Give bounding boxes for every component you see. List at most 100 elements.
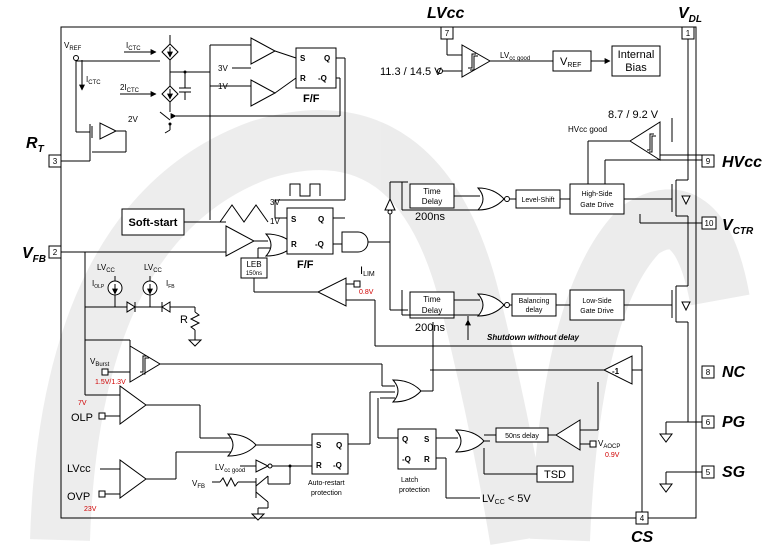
svg-text:-Q: -Q (315, 240, 324, 249)
svg-text:LVcc good: LVcc good (215, 463, 245, 474)
svg-text:Q: Q (324, 54, 330, 63)
svg-text:-Q: -Q (333, 461, 342, 470)
svg-text:OVP: OVP (67, 491, 90, 503)
pin-pg: 6 PG (701, 414, 745, 431)
upper-drive: Time Delay 200ns Level-Shift High-Side G… (384, 39, 702, 310)
svg-text:7: 7 (445, 29, 450, 38)
svg-text:Gate Drive: Gate Drive (580, 308, 614, 315)
svg-text:4: 4 (640, 514, 645, 523)
svg-text:F/F: F/F (297, 259, 314, 271)
svg-text:Shutdown without delay: Shutdown without delay (487, 333, 580, 342)
svg-text:Time: Time (423, 295, 441, 304)
svg-text:5: 5 (706, 468, 711, 477)
svg-text:Q: Q (402, 435, 408, 444)
svg-text:8: 8 (706, 368, 711, 377)
svg-text:R: R (291, 240, 297, 249)
svg-text:VCTR: VCTR (722, 217, 754, 237)
svg-text:150ns: 150ns (246, 271, 262, 277)
svg-text:OLP: OLP (71, 412, 93, 424)
svg-text:ICTC: ICTC (86, 75, 101, 86)
svg-text:Balancing: Balancing (519, 298, 550, 305)
svg-text:IFB: IFB (166, 279, 175, 290)
burst-section: VBurst 1.5V/1.3V -1 (90, 345, 642, 387)
svg-text:S: S (316, 441, 322, 450)
pwm-section: Soft-start 3V 1V LEB 150ns S Q R -Q F/F (61, 183, 390, 279)
svg-text:IOLP: IOLP (92, 279, 105, 290)
svg-text:NC: NC (722, 364, 746, 381)
svg-text:200ns: 200ns (415, 322, 445, 334)
svg-text:6: 6 (706, 418, 711, 427)
svg-text:3: 3 (53, 157, 58, 166)
latch-section: Q S -Q R Latch protection LVCC < 5V 50ns… (397, 382, 620, 506)
svg-text:Soft-start: Soft-start (129, 217, 178, 229)
svg-text:LVCC < 5V: LVCC < 5V (482, 493, 531, 506)
lower-drive: Time Delay 200ns Balancing delay Low-Sid… (390, 223, 702, 493)
svg-text:VREF: VREF (64, 41, 82, 52)
svg-text:ILIM: ILIM (360, 265, 375, 278)
svg-text:-1: -1 (612, 367, 620, 376)
svg-text:Delay: Delay (422, 197, 442, 206)
svg-text:1: 1 (686, 29, 691, 38)
svg-text:LVcc: LVcc (67, 463, 91, 475)
pin-vfb: 2 VFB (22, 245, 62, 265)
shutdown-or (377, 322, 434, 439)
svg-text:S: S (424, 435, 430, 444)
svg-text:Internal: Internal (618, 49, 655, 61)
svg-text:RT: RT (26, 135, 45, 155)
svg-text:VFB: VFB (192, 479, 205, 490)
pin-cs: 4 CS (631, 511, 654, 546)
svg-text:TSD: TSD (544, 469, 566, 481)
svg-text:R: R (180, 314, 188, 326)
svg-text:Bias: Bias (625, 62, 647, 74)
svg-text:0.9V: 0.9V (605, 452, 620, 459)
svg-text:LEB: LEB (246, 260, 261, 269)
svg-text:1V: 1V (270, 217, 280, 226)
svg-text:CS: CS (631, 529, 654, 546)
svg-text:2ICTC: 2ICTC (120, 83, 140, 94)
oscillator-section: VREF ICTC ICTC 2ICTC (61, 35, 340, 162)
svg-text:1V: 1V (218, 82, 228, 91)
svg-text:VFB: VFB (22, 245, 46, 265)
svg-text:3V: 3V (218, 64, 228, 73)
svg-text:F/F: F/F (303, 93, 320, 105)
uvlo-section: 11.3 / 14.5 V LVcc good VREF Internal Bi… (380, 39, 661, 78)
svg-text:ICTC: ICTC (126, 41, 141, 52)
svg-text:2V: 2V (128, 115, 138, 124)
svg-text:SG: SG (722, 464, 745, 481)
svg-text:High-Side: High-Side (582, 191, 613, 198)
pin-nc: 8 NC (701, 364, 746, 381)
svg-text:R: R (424, 455, 430, 464)
chip-outline (60, 26, 697, 519)
svg-text:Q: Q (336, 441, 342, 450)
pin-lvcc: 7 LVcc (427, 5, 464, 40)
svg-text:LVcc: LVcc (427, 5, 464, 22)
svg-text:Gate Drive: Gate Drive (580, 202, 614, 209)
svg-text:-Q: -Q (318, 74, 327, 83)
svg-text:delay: delay (526, 307, 543, 314)
auto-restart-section: S Q R -Q Auto-restart protection LVcc go… (192, 391, 395, 521)
svg-text:HVcc: HVcc (722, 154, 762, 171)
svg-text:VDL: VDL (678, 5, 702, 25)
pin-hvcc: 9 HVcc (701, 154, 762, 171)
svg-text:Auto-restart: Auto-restart (308, 480, 345, 487)
svg-text:HVcc good: HVcc good (568, 125, 607, 134)
olp-section: 7V OLP (71, 385, 232, 439)
svg-text:LVCC: LVCC (144, 263, 163, 274)
ovp-section: LVcc OVP 23V (67, 451, 232, 513)
svg-text:LVCC: LVCC (97, 263, 116, 274)
pin-vdl: 1 VDL (678, 5, 702, 40)
svg-text:Level-Shift: Level-Shift (521, 197, 554, 204)
svg-text:Delay: Delay (422, 306, 442, 315)
pin-rt: 3 RT (26, 135, 62, 168)
svg-text:PG: PG (722, 414, 745, 431)
svg-text:2: 2 (53, 248, 58, 257)
svg-text:23V: 23V (84, 506, 97, 513)
svg-text:Q: Q (318, 215, 324, 224)
svg-text:Time: Time (423, 187, 441, 196)
svg-text:Latch: Latch (401, 477, 418, 484)
svg-text:50ns delay: 50ns delay (505, 433, 539, 440)
svg-text:VAOCP: VAOCP (598, 439, 620, 450)
watermark (30, 110, 750, 545)
svg-text:S: S (291, 215, 297, 224)
